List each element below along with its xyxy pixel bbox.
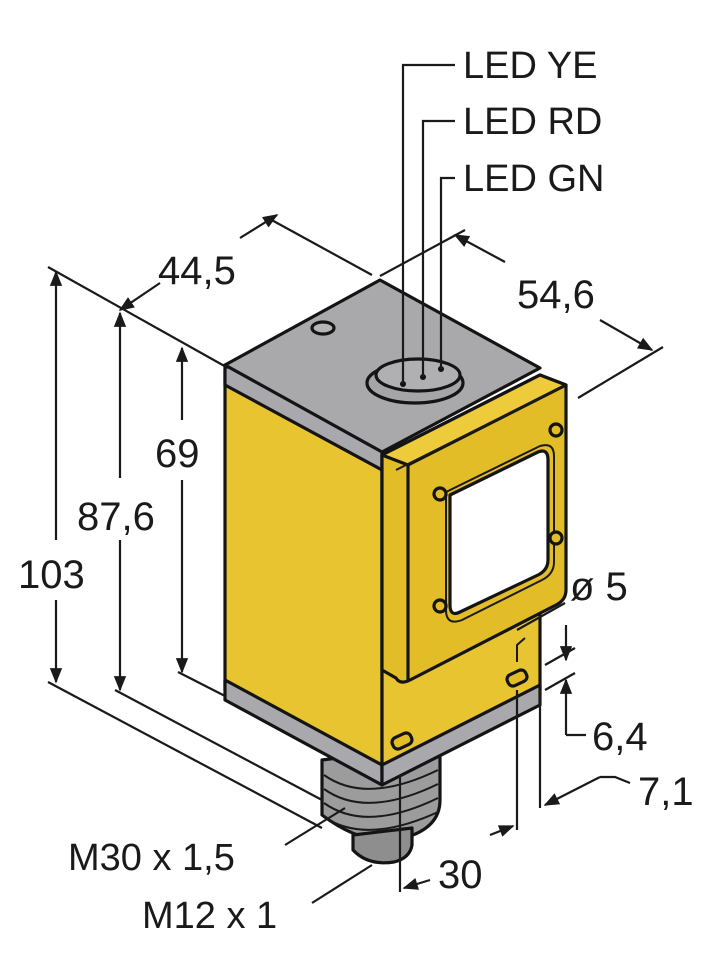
label-m30-thread: M30 x 1,5 — [68, 837, 235, 879]
label-led-gn: LED GN — [463, 158, 604, 200]
label-led-rd: LED RD — [463, 101, 602, 143]
dim-69: 69 — [155, 432, 200, 476]
label-led-ye: LED YE — [463, 45, 597, 87]
dimension-verticals — [47, 270, 323, 829]
dim-7-1: 7,1 — [638, 770, 694, 814]
dim-103: 103 — [18, 553, 85, 597]
dim-30: 30 — [438, 853, 483, 897]
dimension-44-5 — [47, 214, 373, 369]
dim-6-4: 6,4 — [592, 715, 648, 759]
lens-window — [448, 449, 550, 616]
dimension-right — [398, 602, 631, 892]
led-window — [365, 357, 465, 405]
lens-frame — [380, 373, 568, 684]
sensor-housing — [223, 278, 568, 865]
thread-leaders — [284, 807, 373, 904]
dim-44-5: 44,5 — [158, 249, 236, 293]
dim-87-6: 87,6 — [77, 495, 155, 539]
label-m12-thread: M12 x 1 — [142, 895, 277, 937]
led-leaders — [401, 63, 455, 384]
dim-hole-diameter: ø 5 — [570, 565, 628, 609]
dim-54-6: 54,6 — [517, 273, 595, 317]
dimension-54-6 — [379, 229, 664, 399]
connector-m12 — [351, 826, 414, 865]
